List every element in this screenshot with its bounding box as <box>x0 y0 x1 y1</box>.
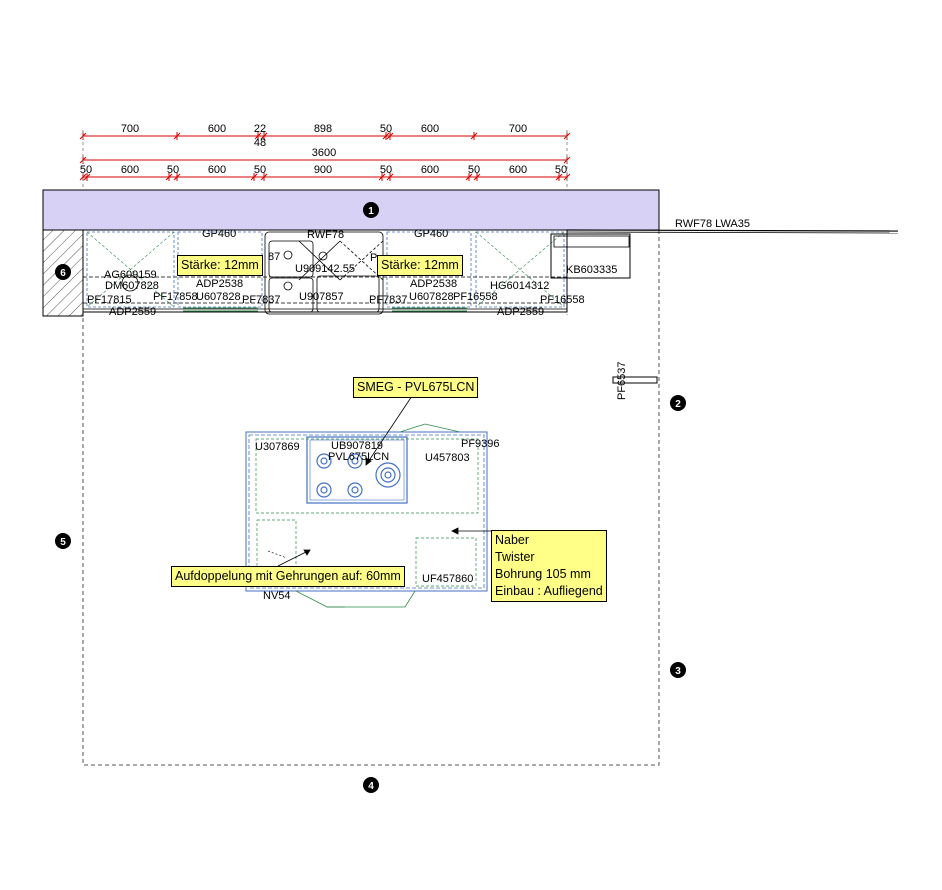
label-rwf78: RWF78 <box>307 229 344 241</box>
callout-naber-line-3: Bohrung 105 mm <box>495 567 591 581</box>
dim-row3-10: 600 <box>509 164 527 176</box>
label-u909142: U909142.55 <box>295 263 355 275</box>
dim-top-5: 50 <box>380 123 392 135</box>
label-u607828-left: U607828 <box>196 291 241 303</box>
svg-text:2: 2 <box>675 399 681 410</box>
counter-labels: GP460 RWF78 GP460 87 AG609159 DM607828 A… <box>87 228 617 318</box>
callout-staerke-right: Stärke: 12mm <box>377 255 463 276</box>
label-adp2538-left: ADP2538 <box>196 278 243 290</box>
leader-lines <box>277 392 491 567</box>
label-pf17815: PF17815 <box>87 294 132 306</box>
svg-text:4: 4 <box>368 781 374 792</box>
svg-text:1: 1 <box>368 206 374 217</box>
dim-total: 3600 <box>312 147 336 159</box>
island-labels: U307869 UB907819 PVL675LCN U457803 PF939… <box>255 438 500 602</box>
dim-top-6: 600 <box>421 123 439 135</box>
label-gp460-right: GP460 <box>414 228 448 240</box>
label-u907857: U907857 <box>299 291 344 303</box>
marker-4: 4 <box>363 777 379 793</box>
dimension-chains <box>83 135 567 178</box>
dimension-top-row: 700 600 22 898 50 600 700 48 <box>121 123 527 149</box>
callout-staerke-left: Stärke: 12mm <box>177 255 263 276</box>
label-uf457860: UF457860 <box>422 573 473 585</box>
right-pipe-label: RWF78 LWA35 <box>675 218 750 230</box>
marker-3: 3 <box>670 662 686 678</box>
callout-smeg-text: SMEG - PVL675LCN <box>357 380 475 394</box>
dim-top-extra: 48 <box>254 137 266 149</box>
dim-row3-1: 50 <box>80 164 92 176</box>
label-pf6537: PF6537 <box>616 361 628 400</box>
dim-row3-4: 600 <box>208 164 226 176</box>
right-wall-item: PF6537 <box>612 361 658 400</box>
label-adp2559-right: ADP2559 <box>497 306 544 318</box>
kb-cabinet <box>550 233 631 279</box>
dimension-third-row: 50 600 50 600 50 900 50 600 50 600 50 <box>80 164 567 176</box>
callout-aufdoppelung-text: Aufdoppelung mit Gehrungen auf: 60mm <box>175 569 401 583</box>
callout-naber-line-2: Twister <box>495 550 535 564</box>
dim-top-3: 22 <box>254 123 266 135</box>
dim-top-4: 898 <box>314 123 332 135</box>
dim-row3-11: 50 <box>555 164 567 176</box>
dim-row3-7: 50 <box>380 164 392 176</box>
label-u607828-right: U607828 <box>409 291 454 303</box>
callout-staerke-right-text: Stärke: 12mm <box>381 258 459 272</box>
right-pipe-line <box>566 229 899 232</box>
label-ag609159: AG609159 <box>104 269 157 281</box>
callout-naber-line-4: Einbau : Aufliegend <box>495 584 603 598</box>
dim-row3-9: 50 <box>468 164 480 176</box>
label-adp2538-right: ADP2538 <box>410 278 457 290</box>
label-dm607828: DM607828 <box>105 280 159 292</box>
label-p-frag: P <box>370 252 377 264</box>
label-pf17858: PF17858 <box>153 291 198 303</box>
label-pf7837-left: PF7837 <box>242 294 281 306</box>
cooktop <box>306 436 408 504</box>
label-u457803: U457803 <box>425 452 470 464</box>
top-wall <box>42 189 660 231</box>
marker-6: 6 <box>55 264 71 280</box>
label-u307869: U307869 <box>255 441 300 453</box>
label-ub907819: UB907819 <box>331 440 383 452</box>
svg-text:3: 3 <box>675 666 681 677</box>
dim-row3-8: 600 <box>421 164 439 176</box>
callout-staerke-left-text: Stärke: 12mm <box>181 258 259 272</box>
label-hg6014312: HG6014312 <box>490 280 549 292</box>
label-pvl675lcn: PVL675LCN <box>328 451 389 463</box>
label-pf9396: PF9396 <box>461 438 500 450</box>
svg-text:6: 6 <box>60 268 66 279</box>
svg-text:5: 5 <box>60 537 66 548</box>
markers: 1 2 3 4 5 6 <box>55 202 686 793</box>
label-pf16558-mid: PF16558 <box>453 291 498 303</box>
label-adp2559-left: ADP2559 <box>109 306 156 318</box>
label-gp460-left: GP460 <box>202 228 236 240</box>
dim-top-1: 700 <box>121 123 139 135</box>
dim-row3-5: 50 <box>254 164 266 176</box>
counter-row <box>82 229 631 315</box>
label-nv54: NV54 <box>263 590 291 602</box>
label-frag-87: 87 <box>268 251 280 263</box>
marker-2: 2 <box>670 395 686 411</box>
marker-1: 1 <box>363 202 379 218</box>
callout-smeg: SMEG - PVL675LCN <box>353 377 479 398</box>
dim-row3-3: 50 <box>167 164 179 176</box>
callout-naber-line-1: Naber <box>495 533 530 547</box>
label-kb603335: KB603335 <box>566 264 617 276</box>
callout-naber: Naber Twister Bohrung 105 mm Einbau : Au… <box>491 530 607 602</box>
dim-top-2: 600 <box>208 123 226 135</box>
dim-row3-6: 900 <box>314 164 332 176</box>
marker-5: 5 <box>55 533 71 549</box>
label-pf16558-right: PF16558 <box>540 294 585 306</box>
dim-top-7: 700 <box>509 123 527 135</box>
dim-row3-2: 600 <box>121 164 139 176</box>
callout-aufdoppelung: Aufdoppelung mit Gehrungen auf: 60mm <box>171 566 405 587</box>
label-pf7837-right: PF7837 <box>369 294 408 306</box>
